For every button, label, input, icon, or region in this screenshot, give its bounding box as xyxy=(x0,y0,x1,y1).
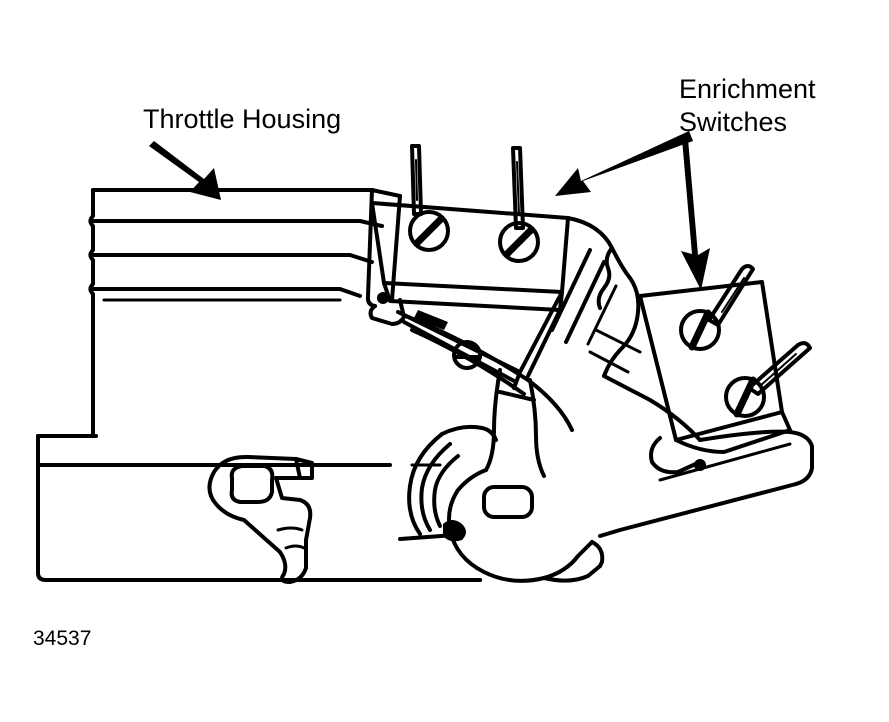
figure-number: 34537 xyxy=(33,627,91,650)
linkage-connector-block xyxy=(414,310,448,330)
lower-body-group xyxy=(36,434,482,582)
callout-enrichment-switches: Enrichment Switches xyxy=(555,74,816,290)
switch-terminal-post-2 xyxy=(511,146,525,230)
ribbed-transition-casting xyxy=(512,216,702,442)
enrichment-upper-arrow-icon xyxy=(555,131,693,196)
cam-cutout xyxy=(482,485,534,519)
throttle-linkage-group xyxy=(396,310,574,478)
switch-screw-1 xyxy=(408,210,450,252)
lower-switch-screw-2 xyxy=(724,376,766,418)
lower-switch-screw-1 xyxy=(679,309,721,351)
lower-switch-terminal-1 xyxy=(707,264,755,327)
throttle-housing-label: Throttle Housing xyxy=(143,104,341,134)
callout-throttle-housing: Throttle Housing xyxy=(143,104,341,200)
enrichment-switches-label-line1: Enrichment xyxy=(679,74,816,104)
switch-screw-2 xyxy=(498,221,540,263)
throttle-cam-group xyxy=(398,424,605,583)
lower-switch-terminal-2 xyxy=(747,341,812,396)
enrichment-lower-arrow-icon xyxy=(681,139,710,290)
bellcrank-lever-group xyxy=(207,454,314,584)
right-outer-shell xyxy=(598,429,814,538)
linkage-pivot-pin xyxy=(452,340,482,370)
upper-enrichment-switch xyxy=(370,144,570,312)
enrichment-switches-label-line2: Switches xyxy=(679,107,787,137)
throttle-housing-arrow-icon xyxy=(149,141,221,200)
